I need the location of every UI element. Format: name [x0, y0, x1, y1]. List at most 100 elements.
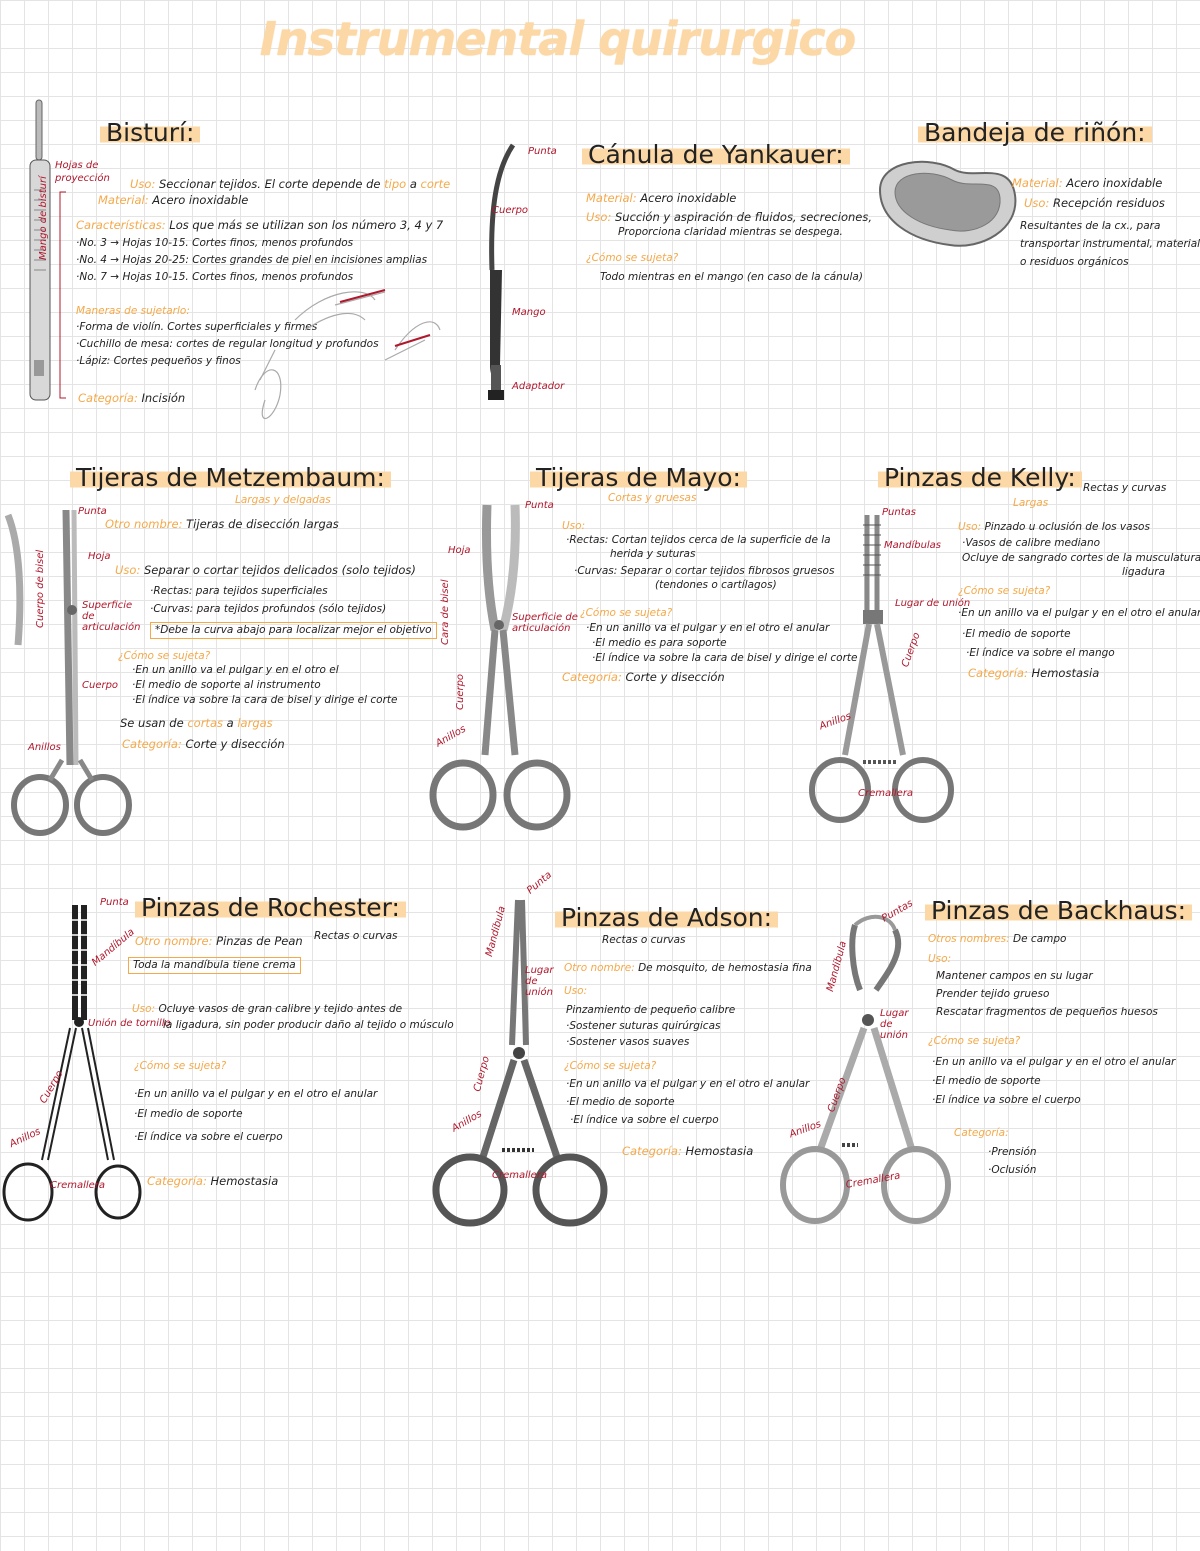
rinon-uso: Uso: Recepción residuos — [1024, 196, 1165, 210]
mayo-como-label: ¿Cómo se sujeta? — [580, 607, 673, 619]
yankauer-como-label: ¿Cómo se sujeta? — [586, 252, 679, 264]
rinon-uso-line: o residuos orgánicos — [1020, 256, 1129, 268]
label-punta: Punta — [525, 500, 554, 511]
mayo-subtitle: Cortas y gruesas — [608, 492, 697, 504]
rochester-otro: Otro nombre: Pinzas de Pean — [135, 934, 303, 948]
backhaus-otro: Otros nombres: De campo — [928, 933, 1067, 945]
backhaus-uso-label: Uso: — [928, 953, 952, 965]
yankauer-uso-2: Proporciona claridad mientras se despega… — [618, 226, 843, 238]
label-lugar: Lugar de unión — [895, 598, 971, 609]
rinon-uso-line: transportar instrumental, material — [1020, 238, 1200, 250]
bisturi-uso: Uso: Seccionar tejidos. El corte depende… — [130, 177, 451, 191]
section-title-metzembaum: Tijeras de Metzembaum: — [70, 463, 391, 492]
label-union: Lugar de unión — [525, 965, 554, 998]
bisturi-sujeta-item: ·Cuchillo de mesa: cortes de regular lon… — [76, 338, 379, 350]
section-title-rinon: Bandeja de riñón: — [918, 118, 1152, 147]
kelly-forceps-image — [809, 515, 954, 823]
kelly-uso: Uso: Pinzado u oclusión de los vasos — [958, 521, 1150, 533]
yankauer-material: Material: Acero inoxidable — [586, 191, 737, 205]
metzembaum-como-item: ·El medio de soporte al instrumento — [132, 679, 321, 691]
backhaus-cat-value: ·Prensión — [988, 1146, 1037, 1158]
mayo-uso-item: ·Curvas: Separar o cortar tejidos fibros… — [574, 565, 835, 577]
rochester-uso-line: la ligadura, sin poder producir daño al … — [163, 1019, 454, 1031]
label-cuerpo: Cuerpo — [492, 205, 529, 216]
label-hojas: Hojas de — [55, 160, 99, 171]
section-title-yankauer: Cánula de Yankauer: — [582, 140, 850, 169]
backhaus-towel-clamp-image — [780, 914, 951, 1224]
backhaus-uso-item: Mantener campos en su lugar — [936, 970, 1093, 982]
adson-como-item: ·El medio de soporte — [566, 1096, 675, 1108]
bisturi-bullet: ·No. 4 → Hojas 20-25: Cortes grandes de … — [76, 254, 428, 266]
adson-uso-item: ·Sostener suturas quirúrgicas — [566, 1020, 721, 1032]
backhaus-como-item: ·En un anillo va el pulgar y en el otro … — [932, 1056, 1176, 1068]
label-mango: Mango de bisturí — [38, 176, 49, 260]
adson-uso-item: Pinzamiento de pequeño calibre — [566, 1004, 736, 1016]
kelly-subtitle: Largas — [1013, 497, 1049, 509]
adson-como-label: ¿Cómo se sujeta? — [564, 1060, 657, 1072]
metzembaum-otro: Otro nombre: Tijeras de disección largas — [105, 517, 339, 531]
bisturi-bullet: ·No. 7 → Hojas 10-15. Cortes finos, meno… — [76, 271, 354, 283]
adson-uso-item: ·Sostener vasos suaves — [566, 1036, 690, 1048]
label-puntas: Puntas — [882, 507, 916, 518]
backhaus-uso-item: Prender tejido grueso — [936, 988, 1050, 1000]
kelly-uso-item: ligadura — [1122, 566, 1166, 578]
label-hoja: Hoja — [88, 551, 111, 562]
kelly-como-item: ·El medio de soporte — [962, 628, 1071, 640]
rochester-como-item: ·El medio de soporte — [134, 1108, 243, 1120]
rinon-material: Material: Acero inoxidable — [1012, 176, 1163, 190]
metzembaum-scissors-image — [4, 509, 132, 836]
label-punta: Punta — [78, 506, 107, 517]
metzembaum-como-label: ¿Cómo se sujeta? — [118, 650, 211, 662]
adson-como-item: ·En un anillo va el pulgar y en el otro … — [566, 1078, 810, 1090]
kidney-tray-image — [878, 160, 1017, 247]
mayo-scissors-image — [429, 504, 571, 831]
section-title-backhaus: Pinzas de Backhaus: — [925, 896, 1193, 925]
label-superficie: Superficie de articulación — [512, 612, 578, 634]
label-union: Unión de tornillo — [88, 1018, 171, 1029]
mayo-uso-item: ·Rectas: Cortan tejidos cerca de la supe… — [566, 534, 831, 546]
mayo-como-item: ·El índice va sobre la cara de bisel y d… — [592, 652, 858, 664]
label-anillos: Anillos — [28, 742, 61, 753]
label-cara-bisel: Cara de bisel — [440, 579, 451, 645]
metzembaum-bullet: ·Curvas: para tejidos profundos (sólo te… — [150, 603, 387, 615]
mayo-como-item: ·En un anillo va el pulgar y en el otro … — [586, 622, 830, 634]
rochester-forceps-image — [2, 905, 142, 1222]
mayo-uso-item: herida y suturas — [610, 548, 696, 560]
mango-bracket — [59, 191, 66, 399]
bisturi-material: Material: Acero inoxidable — [98, 193, 249, 207]
metzembaum-subtitle: Largas y delgadas — [235, 494, 331, 506]
label-adaptador: Adaptador — [512, 381, 565, 392]
backhaus-uso-item: Rescatar fragmentos de pequeños huesos — [936, 1006, 1158, 1018]
kelly-categoria: Categoría: Hemostasia — [968, 666, 1100, 680]
mayo-como-item: ·El medio es para soporte — [592, 637, 727, 649]
hand-grip-sketch — [254, 289, 441, 420]
mayo-uso-item: (tendones o cartílagos) — [655, 579, 777, 591]
yankauer-uso: Uso: Succión y aspiración de fluidos, se… — [586, 210, 872, 224]
adson-forceps-image — [432, 899, 608, 1227]
label-hoja: Hoja — [448, 545, 471, 556]
metzembaum-boxed-note: *Debe la curva abajo para localizar mejo… — [150, 622, 437, 640]
mayo-uso-label: Uso: — [562, 520, 586, 532]
bisturi-sujeta-label: Maneras de sujetarlo: — [76, 305, 190, 317]
rochester-side: Rectas o curvas — [314, 930, 398, 942]
label-mango: Mango — [512, 307, 546, 318]
metzembaum-uso: Uso: Separar o cortar tejidos delicados … — [115, 563, 416, 577]
label-punta: Punta — [100, 897, 129, 908]
adson-side: Rectas o curvas — [602, 934, 686, 946]
backhaus-como-label: ¿Cómo se sujeta? — [928, 1035, 1021, 1047]
rochester-como-label: ¿Cómo se sujeta? — [134, 1060, 227, 1072]
mayo-categoria: Categoría: Corte y disección — [562, 670, 725, 684]
adson-categoria: Categoría: Hemostasia — [622, 1144, 754, 1158]
section-title-kelly: Pinzas de Kelly: — [878, 463, 1082, 492]
rinon-uso-line: Resultantes de la cx., para — [1020, 220, 1161, 232]
section-title-bisturi: Bisturí: — [100, 118, 201, 147]
yankauer-como-text: Todo mientras en el mango (en caso de la… — [600, 271, 863, 283]
bisturi-caracteristicas: Características: Los que más se utilizan… — [76, 218, 444, 232]
rochester-como-item: ·En un anillo va el pulgar y en el otro … — [134, 1088, 378, 1100]
metzembaum-como-item: ·El índice va sobre la cara de bisel y d… — [132, 694, 398, 706]
bisturi-bullet: ·No. 3 → Hojas 10-15. Cortes finos, meno… — [76, 237, 354, 249]
kelly-side: Rectas y curvas — [1083, 482, 1167, 494]
yankauer-cannula-image — [488, 143, 516, 400]
page-title: Instrumental quirurgico — [259, 12, 856, 66]
label-cremallera: Cremallera — [858, 788, 914, 799]
